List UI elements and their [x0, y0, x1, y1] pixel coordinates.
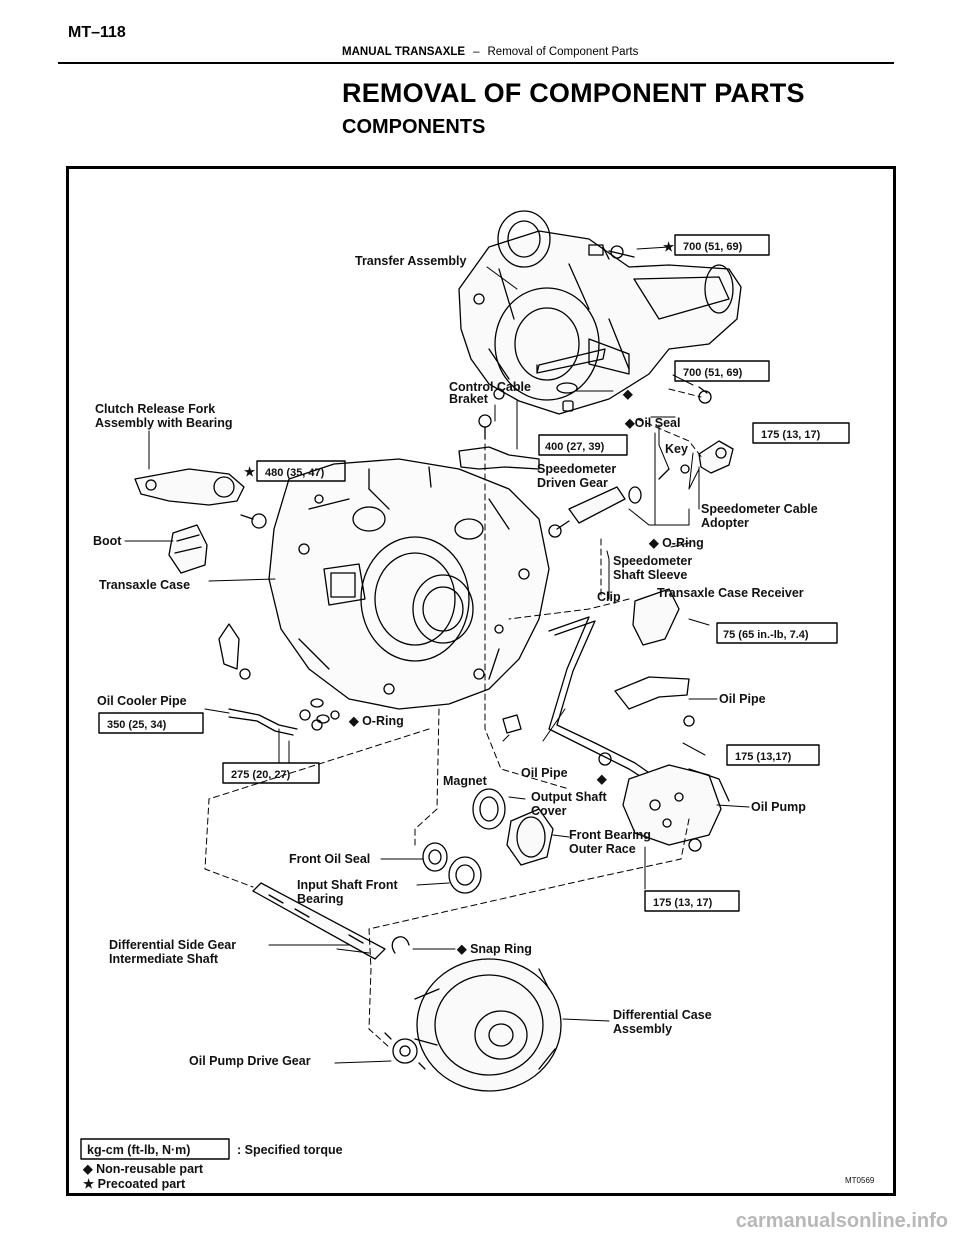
legend-precoated: ★ Precoated part: [83, 1177, 186, 1191]
label-speedometer-adopter-1: Speedometer Cable: [701, 502, 818, 516]
legend-non-reusable: ◆ Non-reusable part: [82, 1162, 204, 1176]
section-topic: Removal of Component Parts: [487, 46, 639, 58]
front-oil-seal-drawing: [422, 842, 448, 872]
label-oil-pump-drive-gear: Oil Pump Drive Gear: [189, 1054, 311, 1068]
torque-value: 480 (35, 47): [265, 467, 325, 479]
figure-code: MT0569: [845, 1176, 875, 1185]
label-oil-seal: ◆Oil Seal: [624, 416, 680, 430]
section-name: MANUAL TRANSAXLE: [342, 46, 466, 58]
label-speedometer-adopter-2: Adopter: [701, 516, 749, 530]
label-clutch-fork-1: Clutch Release Fork: [95, 402, 215, 416]
label-clip: Clip: [597, 590, 621, 604]
label-speedometer-driven-1: Speedometer: [537, 462, 616, 476]
leader-lines: [124, 246, 750, 1064]
label-oil-pipe-2: Oil Pipe: [521, 766, 568, 780]
precoated-star-icon: ★: [244, 465, 256, 479]
boot-drawing: [168, 524, 208, 574]
torque-value: 75 (65 in.-lb, 7.4): [723, 629, 809, 641]
transaxle-case-drawing: [268, 458, 550, 710]
exploded-view-diagram: ★ ★ ◆ ◆ Transfer Assembly Control Cable …: [80, 210, 875, 1191]
snap-ring-drawing: [391, 936, 410, 954]
torque-value: 175 (13,17): [735, 751, 792, 763]
legend-torque-box: kg-cm (ft-lb, N·m): [87, 1143, 190, 1157]
oil-pump-drive-gear-drawing: [384, 1032, 426, 1070]
precoated-star-icon: ★: [663, 240, 675, 254]
torque-value: 700 (51, 69): [683, 367, 743, 379]
header-separator: –: [473, 46, 480, 58]
label-oil-pipe-1: Oil Pipe: [719, 692, 766, 706]
transfer-assembly-drawing: [458, 210, 742, 415]
torque-value: 350 (25, 34): [107, 719, 167, 731]
label-oil-cooler-pipe: Oil Cooler Pipe: [97, 694, 187, 708]
torque-value: 400 (27, 39): [545, 441, 605, 453]
label-speedometer-driven-2: Driven Gear: [537, 476, 608, 490]
diamond-icon: ◆: [622, 387, 634, 401]
label-oil-pump: Oil Pump: [751, 800, 806, 814]
label-magnet: Magnet: [443, 774, 488, 788]
label-snap-ring: ◆ Snap Ring: [456, 942, 532, 956]
input-shaft-bearing-drawing: [448, 856, 482, 894]
speedometer-driven-gear-drawing: [548, 440, 734, 538]
torque-boxes: [80, 234, 850, 1160]
components-figure: ★ ★ ◆ ◆ Transfer Assembly Control Cable …: [66, 166, 896, 1196]
magnet-drawing: [502, 714, 522, 734]
output-shaft-cover-drawing: [472, 788, 506, 830]
label-o-ring-2: ◆ O-Ring: [348, 714, 404, 728]
page-subtitle: COMPONENTS: [342, 116, 486, 138]
diamond-icon: ◆: [596, 772, 608, 786]
control-cable-braket-drawing: [458, 414, 540, 470]
legend: kg-cm (ft-lb, N·m) : Specified torque ◆ …: [82, 1143, 875, 1191]
torque-value: 175 (13, 17): [653, 897, 713, 909]
torque-value: 175 (13, 17): [761, 429, 821, 441]
label-transaxle-case: Transaxle Case: [99, 578, 190, 592]
page-number: MT–118: [68, 24, 126, 41]
part-labels: Transfer Assembly Control Cable Braket C…: [93, 254, 818, 1068]
label-input-bearing-1: Input Shaft Front: [297, 878, 399, 892]
label-braket: Braket: [449, 392, 489, 406]
label-front-oil-seal: Front Oil Seal: [289, 852, 370, 866]
oil-pipe-drawing: [614, 676, 690, 710]
label-speedometer-sleeve-1: Speedometer: [613, 554, 692, 568]
label-front-bearing-1: Front Bearing: [569, 828, 651, 842]
label-transfer-assembly: Transfer Assembly: [355, 254, 466, 268]
label-key: Key: [665, 442, 688, 456]
label-input-bearing-2: Bearing: [297, 892, 344, 906]
front-bearing-outer-race-drawing: [506, 808, 554, 866]
torque-values: 700 (51, 69) 700 (51, 69) 400 (27, 39) 1…: [107, 241, 821, 909]
oil-pump-drawing: [622, 764, 730, 846]
label-boot: Boot: [93, 534, 122, 548]
oil-cooler-pipe-drawing: [228, 708, 340, 736]
label-o-ring-1: ◆ O-Ring: [648, 536, 704, 550]
part-markers: ★ ★ ◆ ◆: [244, 240, 675, 786]
label-diff-side-gear-2: Intermediate Shaft: [109, 952, 219, 966]
clutch-release-fork-drawing: [134, 468, 245, 506]
torque-value: 275 (20, 27): [231, 769, 291, 781]
legend-specified-torque: : Specified torque: [237, 1143, 343, 1157]
page-title: REMOVAL OF COMPONENT PARTS: [342, 78, 805, 108]
label-speedometer-sleeve-2: Shaft Sleeve: [613, 568, 687, 582]
label-control-cable: Control Cable: [449, 380, 531, 394]
label-front-bearing-2: Outer Race: [569, 842, 636, 856]
intermediate-shaft-drawing: [252, 882, 386, 960]
label-output-cover-1: Output Shaft: [531, 790, 608, 804]
case-receiver-drawing: [548, 588, 682, 802]
header-rule: [58, 62, 894, 64]
label-output-cover-2: Cover: [531, 804, 567, 818]
torque-value: 700 (51, 69): [683, 241, 743, 253]
running-header: MANUAL TRANSAXLE–Removal of Component Pa…: [342, 46, 638, 58]
label-clutch-fork-2: Assembly with Bearing: [95, 416, 233, 430]
label-diff-side-gear-1: Differential Side Gear: [109, 938, 236, 952]
label-case-receiver: Transaxle Case Receiver: [657, 586, 804, 600]
differential-case-drawing: [414, 958, 562, 1092]
label-diff-case-2: Assembly: [613, 1022, 672, 1036]
label-diff-case-1: Differential Case: [613, 1008, 712, 1022]
site-watermark: carmanualsonline.info: [735, 1210, 948, 1232]
